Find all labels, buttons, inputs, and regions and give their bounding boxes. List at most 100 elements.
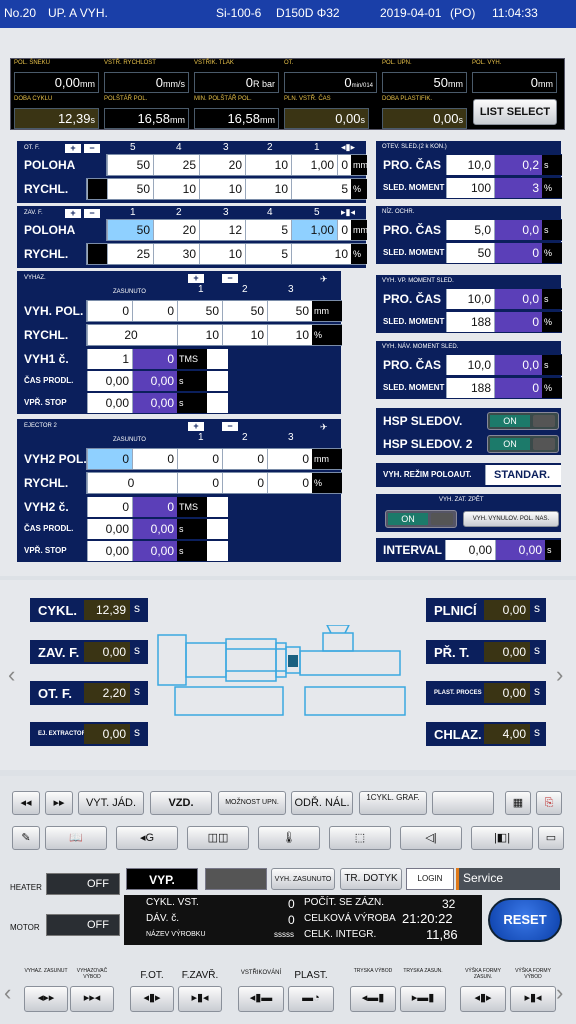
open-pos-0[interactable]: 0: [337, 155, 351, 175]
mold-icon[interactable]: ◫◫: [187, 826, 249, 850]
ejector2-pos-b[interactable]: 0: [132, 449, 177, 469]
ejector2-speed-1[interactable]: 0: [177, 473, 222, 493]
clamp-option-button[interactable]: MOŽNOST UPN.: [218, 791, 286, 815]
ejector2-pos-2[interactable]: 0: [222, 449, 267, 469]
ejector-zero-button[interactable]: VYH. VYNULOV. POL. NAS.: [463, 511, 559, 527]
hsp-toggle-2[interactable]: ON: [487, 435, 559, 453]
ejector2-delay-set[interactable]: 0,00: [87, 519, 132, 539]
open-pos-4[interactable]: 25: [153, 155, 199, 175]
ejector-forward-time-set[interactable]: 10,0: [446, 289, 494, 309]
mold-close-button-icon[interactable]: ▸▮◂: [178, 986, 222, 1012]
close-pos-3[interactable]: 12: [199, 220, 245, 240]
empty-button[interactable]: [432, 791, 494, 815]
open-speed-5[interactable]: 50: [107, 179, 153, 199]
open-speed-1[interactable]: 5: [291, 179, 351, 199]
ejector1-pos-b[interactable]: 0: [132, 301, 177, 321]
plus-button[interactable]: +: [188, 422, 204, 431]
exit-icon[interactable]: ⎘: [536, 791, 562, 815]
minus-button[interactable]: −: [222, 274, 238, 283]
ejector1-speed-3[interactable]: 10: [267, 325, 312, 345]
chevron-right-icon[interactable]: ›: [556, 662, 564, 687]
mold-height-retract-icon[interactable]: ◂▮▸: [460, 986, 506, 1012]
one-cycle-graph-button[interactable]: 1CYKL. GRAF.: [359, 791, 427, 815]
book-icon[interactable]: 📖: [45, 826, 107, 850]
ejector1-pos-3[interactable]: 50: [267, 301, 312, 321]
ejector2-count-set[interactable]: 0: [87, 497, 132, 517]
close-speed-3[interactable]: 10: [199, 244, 245, 264]
gate-icon[interactable]: ◂G: [116, 826, 178, 850]
ejector-tool-icon[interactable]: |◧|: [471, 826, 533, 850]
grid-icon[interactable]: ▦: [505, 791, 531, 815]
open-pos-5[interactable]: 50: [107, 155, 153, 175]
ejector-return-toggle[interactable]: ON: [385, 510, 457, 528]
interval-set[interactable]: 0,00: [445, 540, 495, 560]
minus-button[interactable]: −: [222, 422, 238, 431]
fast-forward-icon[interactable]: ▸▸: [45, 791, 73, 815]
open-monitor-torque-set[interactable]: 100: [446, 178, 494, 198]
close-pos-0[interactable]: 0: [337, 220, 351, 240]
plasticize-icon[interactable]: ▬◔: [288, 986, 334, 1012]
ejector1-speed-retract[interactable]: 20: [87, 325, 177, 345]
close-speed-2[interactable]: 30: [153, 244, 199, 264]
ejector1-speed-1[interactable]: 10: [177, 325, 222, 345]
open-speed-4[interactable]: 10: [153, 179, 199, 199]
ejector2-pos-1[interactable]: 0: [177, 449, 222, 469]
open-monitor-time-set[interactable]: 10,0: [446, 155, 494, 175]
reset-button[interactable]: RESET: [488, 898, 562, 942]
plus-button[interactable]: +: [65, 209, 81, 218]
open-pos-1[interactable]: 1,00: [291, 155, 337, 175]
nozzle-forward-icon[interactable]: ◂▬▮: [350, 986, 396, 1012]
ejector2-pos-retract[interactable]: 0: [87, 449, 132, 469]
ejector1-speed-2[interactable]: 10: [222, 325, 267, 345]
ejector1-pos-1[interactable]: 50: [177, 301, 222, 321]
close-pos-2[interactable]: 20: [153, 220, 199, 240]
mold-open-button-icon[interactable]: ◂▮▸: [130, 986, 174, 1012]
low-pressure-torque-set[interactable]: 50: [446, 243, 494, 263]
ejector1-pos-2[interactable]: 50: [222, 301, 267, 321]
ejector2-speed-retract[interactable]: 0: [87, 473, 177, 493]
close-speed-5[interactable]: 10: [291, 244, 351, 264]
chevron-right-icon[interactable]: ›: [556, 980, 564, 1005]
hsp-toggle-1[interactable]: ON: [487, 412, 559, 430]
ejector-return-torque-set[interactable]: 188: [446, 378, 494, 398]
low-pressure-time-set[interactable]: 5,0: [446, 220, 494, 240]
open-pos-2[interactable]: 10: [245, 155, 291, 175]
chevron-left-icon[interactable]: ‹: [8, 662, 16, 687]
list-select-button[interactable]: LIST SELECT: [473, 99, 557, 125]
ejector-retract-icon[interactable]: ◂▸▸: [24, 986, 68, 1012]
ejector-return-time-set[interactable]: 10,0: [446, 355, 494, 375]
pencil-icon[interactable]: ✎: [12, 826, 40, 850]
motor-toggle[interactable]: OFF: [46, 914, 120, 936]
close-speed-4[interactable]: 5: [245, 244, 291, 264]
ejector1-pos-retract[interactable]: 0: [87, 301, 132, 321]
ejector2-speed-3[interactable]: 0: [267, 473, 312, 493]
mold-height-forward-icon[interactable]: ▸▮◂: [510, 986, 556, 1012]
core-pull-button[interactable]: VYT. JÁD.: [78, 791, 144, 815]
login-user-value[interactable]: Service: [456, 868, 560, 890]
ejector-forward-icon[interactable]: ▸▸◂: [70, 986, 114, 1012]
ejector1-count-set[interactable]: 1: [87, 349, 132, 369]
air-button[interactable]: VZD.: [150, 791, 212, 815]
ejector2-stop-set[interactable]: 0,00: [87, 541, 132, 561]
open-pos-3[interactable]: 20: [199, 155, 245, 175]
ejector1-stop-set[interactable]: 0,00: [87, 393, 132, 413]
thermometer-icon[interactable]: 🌡: [258, 826, 320, 850]
nozzle-back-icon[interactable]: ▸▬▮: [400, 986, 446, 1012]
chevron-left-icon[interactable]: ‹: [4, 980, 12, 1005]
rewind-icon[interactable]: ◂◂: [12, 791, 40, 815]
close-speed-1[interactable]: 25: [107, 244, 153, 264]
open-speed-3[interactable]: 10: [199, 179, 245, 199]
heater-toggle[interactable]: OFF: [46, 873, 120, 895]
ejector2-pos-3[interactable]: 0: [267, 449, 312, 469]
nozzle-icon[interactable]: ◁|: [400, 826, 462, 850]
semi-auto-mode-value[interactable]: STANDAR.: [485, 465, 561, 485]
minus-button[interactable]: −: [84, 209, 100, 218]
ejector1-delay-set[interactable]: 0,00: [87, 371, 132, 391]
cube-icon[interactable]: ⬚: [329, 826, 391, 850]
ejector-forward-torque-set[interactable]: 188: [446, 312, 494, 332]
minus-button[interactable]: −: [84, 144, 100, 153]
injection-icon[interactable]: ◂▮▬: [238, 986, 284, 1012]
ejector2-speed-2[interactable]: 0: [222, 473, 267, 493]
close-pos-5[interactable]: 1,00: [291, 220, 337, 240]
runner-removal-button[interactable]: ODŘ. NÁL.: [291, 791, 353, 815]
